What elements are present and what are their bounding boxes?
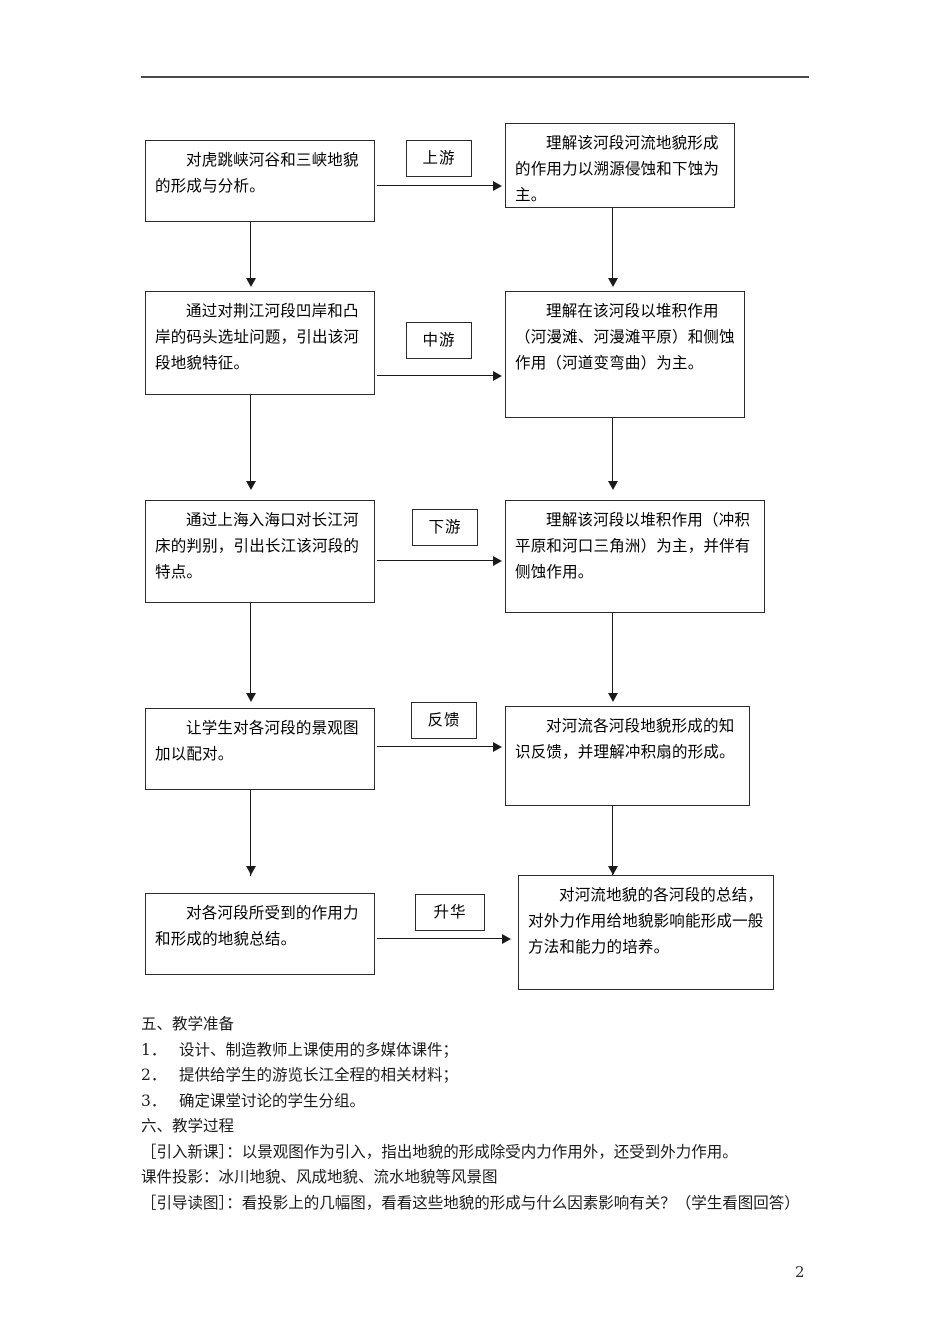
- flow-arrowhead-down-left-4: [246, 866, 256, 875]
- flow-arrow-label-2: 中游: [406, 322, 472, 359]
- flow-arrowhead-down-left-2: [246, 481, 256, 490]
- flow-arrow-label-3: 下游: [412, 509, 478, 546]
- prep-item-2-text: 提供给学生的游览长江全程的相关材料；: [179, 1066, 459, 1084]
- flow-connector-h-3: [377, 560, 493, 561]
- prep-item-3-number: 3．: [141, 1091, 167, 1110]
- flow-node-left-5: 对各河段所受到的作用力和形成的地貌总结。: [145, 893, 375, 975]
- flow-arrowhead-right-5: [502, 934, 511, 944]
- flow-connector-v-right-1: [612, 208, 613, 280]
- flow-arrowhead-right-1: [493, 181, 502, 191]
- flow-connector-h-5: [377, 938, 502, 939]
- header-rule: [141, 76, 809, 78]
- flow-node-left-3: 通过上海入海口对长江河床的判别，引出长江该河段的特点。: [145, 500, 375, 603]
- flow-node-left-1: 对虎跳峡河谷和三峡地貌的形成与分析。: [145, 140, 375, 222]
- prep-item-3: 3． 确定课堂讨论的学生分组。: [141, 1089, 841, 1115]
- flow-arrowhead-right-2: [493, 371, 502, 381]
- flow-node-right-4: 对河流各河段地貌形成的知识反馈，并理解冲积扇的形成。: [505, 706, 750, 806]
- prep-item-2: 2． 提供给学生的游览长江全程的相关材料；: [141, 1063, 841, 1089]
- flow-connector-v-right-2: [612, 418, 613, 483]
- flow-arrowhead-down-left-3: [246, 693, 256, 702]
- prep-item-1: 1． 设计、制造教师上课使用的多媒体课件；: [141, 1038, 841, 1064]
- flow-arrowhead-right-4: [493, 742, 502, 752]
- flow-arrowhead-down-left-1: [246, 278, 256, 287]
- flow-arrowhead-down-right-3: [608, 693, 618, 702]
- flow-arrow-label-5: 升华: [415, 894, 485, 931]
- flow-arrow-label-1: 上游: [406, 140, 472, 177]
- flow-node-right-3: 理解该河段以堆积作用（冲积平原和河口三角洲）为主，并伴有侧蚀作用。: [505, 500, 765, 613]
- flow-connector-h-4: [377, 746, 493, 747]
- flow-node-right-1: 理解该河段河流地貌形成的作用力以溯源侵蚀和下蚀为主。: [505, 123, 735, 208]
- prep-item-3-text: 确定课堂讨论的学生分组。: [179, 1091, 366, 1110]
- page-number: 2: [795, 1263, 805, 1281]
- flow-connector-v-left-2: [250, 395, 251, 483]
- flow-connector-v-left-3: [250, 603, 251, 695]
- flow-arrow-label-4: 反馈: [411, 702, 477, 739]
- flow-connector-v-left-4: [250, 790, 251, 876]
- flow-connector-v-right-4: [612, 806, 613, 876]
- flow-node-right-2: 理解在该河段以堆积作用（河漫滩、河漫滩平原）和侧蚀作用（河道变弯曲）为主。: [505, 291, 745, 418]
- prep-item-1-text: 设计、制造教师上课使用的多媒体课件；: [179, 1040, 459, 1059]
- flow-node-right-5: 对河流地貌的各河段的总结，对外力作用给地貌影响能形成一般方法和能力的培养。: [518, 875, 774, 990]
- flow-arrowhead-right-3: [493, 556, 502, 566]
- flow-node-left-2: 通过对荆江河段凹岸和凸岸的码头选址问题，引出该河段地貌特征。: [145, 291, 375, 395]
- process-paragraph-2: 课件投影：冰川地貌、风成地貌、流水地貌等风景图: [141, 1168, 498, 1186]
- prep-item-1-number: 1．: [141, 1040, 167, 1059]
- flow-node-left-4: 让学生对各河段的景观图加以配对。: [145, 708, 375, 790]
- flow-connector-v-left-1: [250, 222, 251, 280]
- flow-connector-v-right-3: [612, 613, 613, 695]
- flow-arrowhead-down-right-1: [608, 278, 618, 287]
- body-text-block: 五、教学准备 1． 设计、制造教师上课使用的多媒体课件； 2． 提供给学生的游览…: [141, 1012, 841, 1216]
- process-paragraph-3: ［引导读图］：看投影上的几幅图，看看这些地貌的形成与什么因素影响有关？（学生看图…: [141, 1193, 800, 1212]
- flow-arrowhead-down-right-4: [608, 866, 618, 875]
- section-title-five: 五、教学准备: [141, 1015, 235, 1033]
- prep-item-2-number: 2．: [141, 1066, 167, 1084]
- process-paragraph-1: ［引入新课］：以景观图作为引入，指出地貌的形成除受内力作用外，还受到外力作用。: [141, 1142, 738, 1161]
- flow-connector-h-1: [377, 185, 493, 186]
- flow-connector-h-2: [377, 375, 493, 376]
- flowchart: 对虎跳峡河谷和三峡地貌的形成与分析。 上游 理解该河段河流地貌形成的作用力以溯源…: [145, 123, 774, 990]
- flow-arrowhead-down-right-2: [608, 481, 618, 490]
- section-title-six: 六、教学过程: [141, 1117, 235, 1135]
